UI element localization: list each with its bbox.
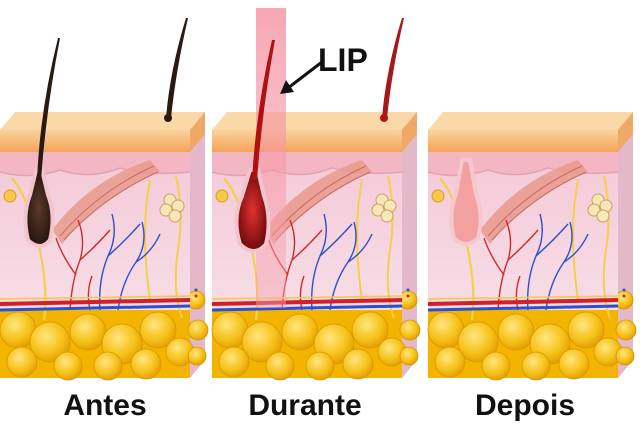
caption-before: Antes <box>63 389 147 422</box>
caption-after: Depois <box>474 389 576 422</box>
hair-shaft-before <box>37 38 60 180</box>
hair-follicle-during <box>234 168 271 253</box>
hair-shaft-during <box>252 40 275 180</box>
hair-shaft-short-during <box>382 18 404 118</box>
hair-follicle-before <box>23 168 55 248</box>
hair-follicle-after <box>449 158 483 246</box>
treatment-label: LIP <box>318 42 368 78</box>
caption-during: Durante <box>248 389 362 422</box>
arrow-icon <box>287 60 323 90</box>
panel-before <box>0 18 210 382</box>
hair-shaft-short-before <box>166 18 188 118</box>
panel-after <box>426 110 638 382</box>
panel-during <box>210 8 422 382</box>
